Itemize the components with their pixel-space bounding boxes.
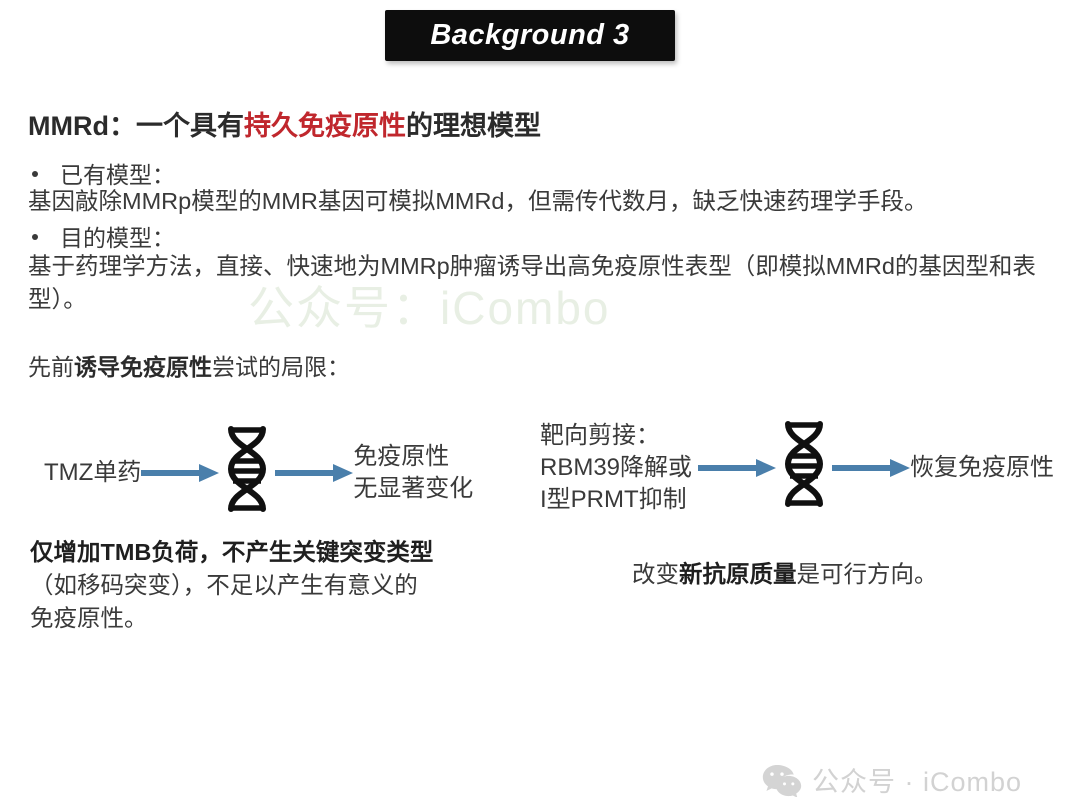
bullet-existing-model-label: 已有模型： [60,162,175,188]
footer-watermark: 公众号 · iCombo [762,760,1022,799]
footer-watermark-text: 公众号 · iCombo [812,767,1023,797]
splicing-input-line-3: I型PRMT抑制 [540,485,687,513]
tmz-output-line-2: 无显著变化 [353,475,474,502]
note-left-line-1: 仅增加TMB负荷，不产生关键突变类型 [30,539,434,565]
title-banner: Background 3 [385,10,675,61]
bullet-dot-icon [32,234,38,240]
arrow-right-icon [275,464,354,482]
banner-title: Background 3 [430,19,630,51]
bullet-target-model-label: 目的模型： [60,225,175,251]
note-right-suffix: 是可行方向。 [796,561,938,587]
bullet-target-model: 目的模型： [32,219,175,253]
wechat-logo-icon [762,764,802,797]
diagram-splicing-flow: 靶向剪接： RBM39降解或 I型PRMT抑制 [540,420,1054,516]
subheading-bold: 诱导免疫原性 [74,354,212,380]
arrow-right-icon [698,459,777,477]
splicing-input-line-2: RBM39降解或 [540,454,693,482]
note-left: 仅增加TMB负荷，不产生关键突变类型 （如移码突变），不足以产生有意义的 免疫原… [30,536,500,635]
section-subheading: 先前诱导免疫原性尝试的局限： [28,348,350,382]
dna-helix-icon [785,421,824,507]
splicing-input-line-1: 靶向剪接： [540,422,660,450]
splicing-output-label: 恢复免疫原性 [910,454,1055,482]
arrow-right-icon [141,464,220,482]
page-title: MMRd：一个具有持久免疫原性的理想模型 [28,104,541,143]
paragraph-target-model: 基于药理学方法，直接、快速地为MMRp肿瘤诱导出高免疫原性表型（即模拟MMRd的… [28,253,1036,313]
note-right-prefix: 改变 [632,561,679,587]
heading-highlight: 持久免疫原性 [243,111,406,141]
subheading-prefix: 先前 [28,354,74,380]
center-watermark: 公众号：iCombo [248,282,611,334]
subheading-suffix: 尝试的局限： [212,354,350,380]
tmz-output-label: 免疫原性 无显著变化 [353,441,473,504]
bullet-existing-model: 已有模型： [32,156,175,190]
diagram-tmz-flow: TMZ单药 免疫 [44,425,473,521]
note-right-bold: 新抗原质量 [679,561,797,587]
note-left-line-2: （如移码突变），不足以产生有意义的 [30,571,418,598]
note-left-line-3: 免疫原性。 [30,604,148,631]
bullet-dot-icon [32,171,38,177]
dna-helix-icon [228,426,267,512]
splicing-input-label: 靶向剪接： RBM39降解或 I型PRMT抑制 [540,420,692,515]
note-right: 改变新抗原质量是可行方向。 [632,558,1032,591]
arrow-right-icon [832,459,911,477]
tmz-output-line-1: 免疫原性 [353,443,450,471]
heading-prefix: MMRd：一个具有 [28,111,244,141]
tmz-input-label: TMZ单药 [44,459,142,487]
paragraph-existing-model: 基因敲除MMRp模型的MMR基因可模拟MMRd，但需传代数月，缺乏快速药理学手段… [28,188,928,214]
heading-suffix: 的理想模型 [405,111,541,141]
